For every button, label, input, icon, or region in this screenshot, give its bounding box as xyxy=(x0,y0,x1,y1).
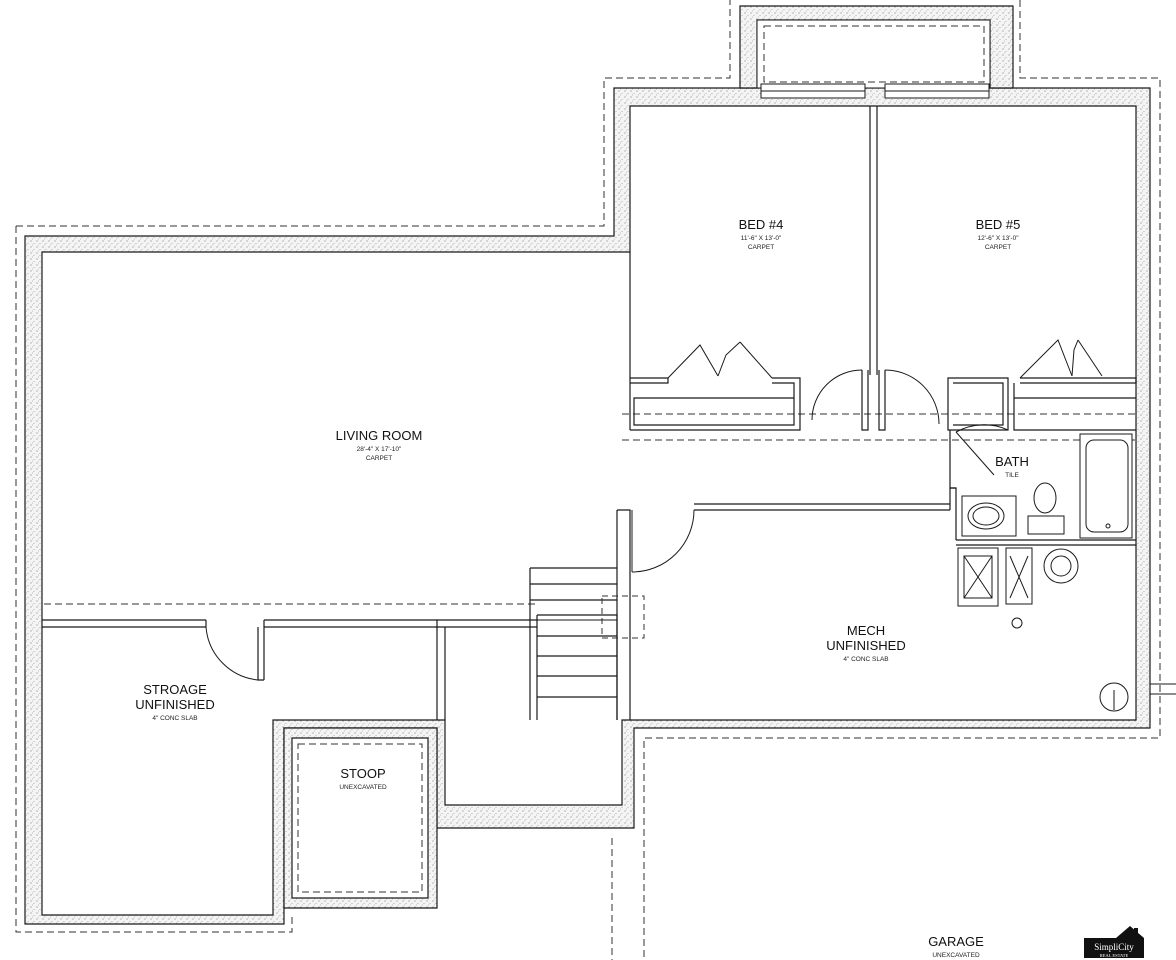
mech-name: MECH xyxy=(847,623,885,638)
bed5-name: BED #5 xyxy=(976,217,1021,232)
bed4-name: BED #4 xyxy=(739,217,784,232)
floor-drain xyxy=(1011,617,1023,629)
bath-floor: TILE xyxy=(1005,472,1019,479)
simplicity-logo: SimpliCity REAL ESTATE xyxy=(1084,926,1144,958)
stoop-name: STOOP xyxy=(340,766,385,781)
bed4-size: 11'-6" X 13'-0" xyxy=(741,235,782,242)
logo-line2: REAL ESTATE xyxy=(1100,953,1129,958)
window-well xyxy=(756,19,991,99)
door-swings xyxy=(205,339,1103,681)
bed4-floor: CARPET xyxy=(748,244,774,251)
toilet-bowl xyxy=(1033,482,1057,514)
living-name: LIVING ROOM xyxy=(336,428,423,443)
stoop-note: UNEXCAVATED xyxy=(339,784,387,791)
living-floor: CARPET xyxy=(366,455,392,462)
living-size: 28'-4" X 17'-10" xyxy=(357,446,402,453)
stair-landing-outline xyxy=(601,595,645,639)
logo-line1: SimpliCity xyxy=(1094,942,1134,952)
storage-status: UNFINISHED xyxy=(135,697,214,712)
toilet-tank xyxy=(1027,515,1065,535)
bath-name: BATH xyxy=(995,454,1029,469)
bed5-floor: CARPET xyxy=(985,244,1011,251)
bath-fixtures xyxy=(961,433,1133,539)
garage-note: UNEXCAVATED xyxy=(932,952,980,959)
storage-name: STROAGE xyxy=(143,682,207,697)
storage-floor: 4" CONC SLAB xyxy=(152,715,197,722)
foundation-walls xyxy=(24,5,1151,925)
bed5-size: 12'-6" X 13'-0" xyxy=(977,235,1019,242)
mech-status: UNFINISHED xyxy=(826,638,905,653)
mech-fixtures xyxy=(957,547,1176,712)
mech-floor: 4" CONC SLAB xyxy=(843,656,888,663)
garage-name: GARAGE xyxy=(928,934,984,949)
